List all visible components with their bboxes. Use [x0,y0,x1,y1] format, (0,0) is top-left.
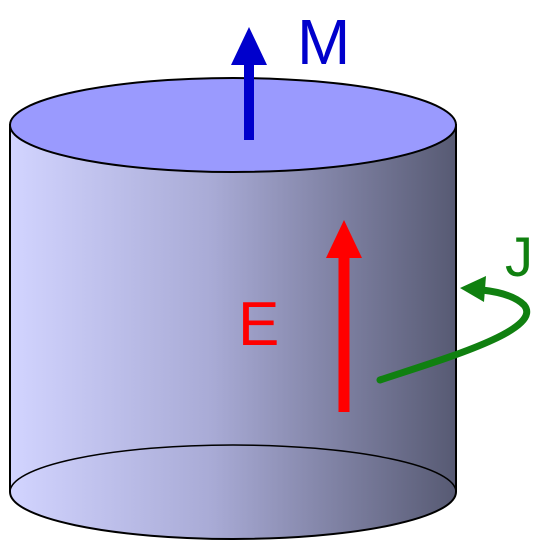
electric-field-label: E [238,290,279,359]
cylinder-top [10,78,456,172]
magnetization-label: M [297,6,350,78]
cylinder-side [10,125,456,539]
current-label: J [505,225,533,288]
